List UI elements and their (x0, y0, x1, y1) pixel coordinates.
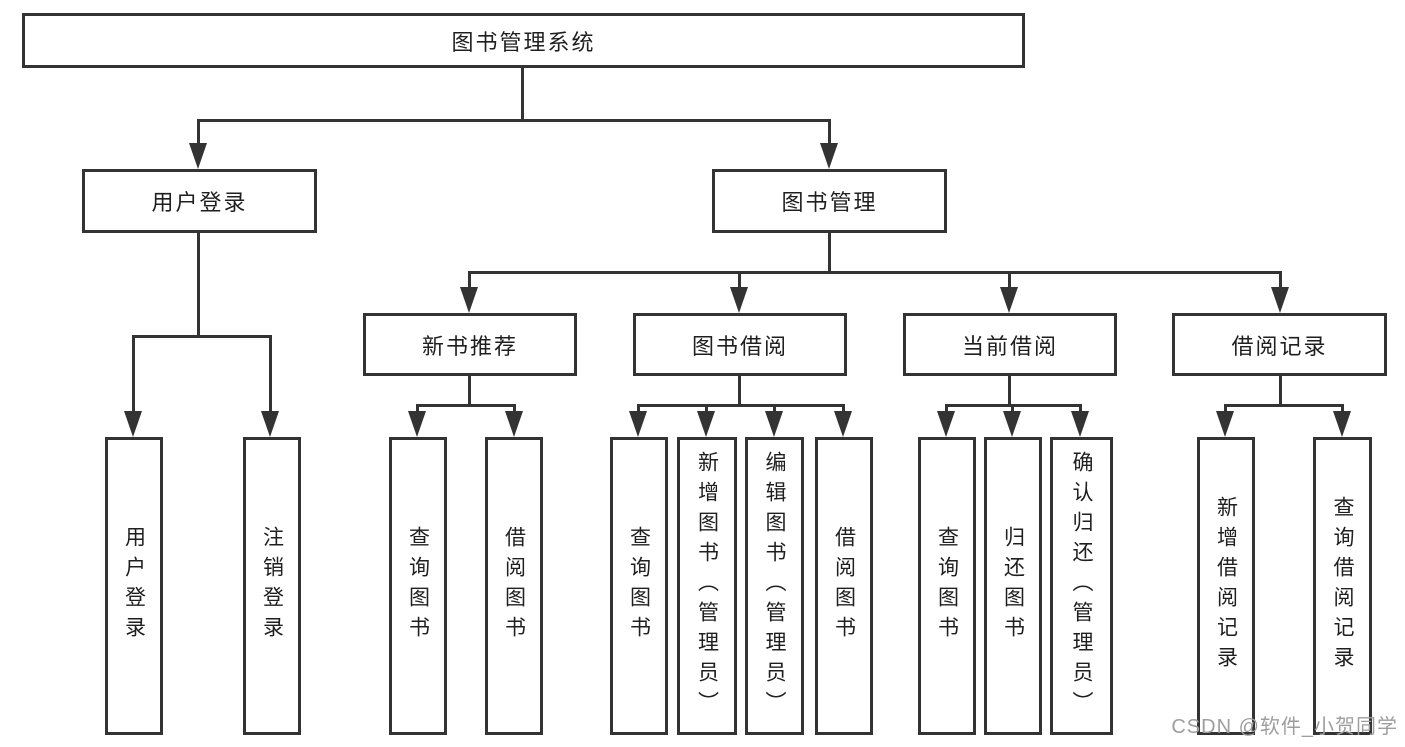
node-user-login-label: 用户登录 (151, 190, 248, 215)
leaf-query-books-1: 查询图书 (389, 437, 447, 735)
leaf-query-borrow-record: 查询借阅记录 (1313, 437, 1372, 735)
arrowhead-book-management-icon (820, 143, 838, 169)
leaf-query-books-3: 查询图书 (918, 437, 976, 735)
connector-new-book-bus (416, 404, 516, 407)
leaf-user-login-label: 用户登录 (122, 526, 146, 646)
arrowhead-user-login-icon (189, 143, 207, 169)
connector-current-borrow-stem (1008, 376, 1011, 407)
connector-drop-current-borrow (1008, 271, 1011, 291)
leaf-add-book-admin-label: 新增图书（管理员） (695, 451, 719, 721)
connector-user-login-stem (197, 233, 200, 338)
leaf-logout-label: 注销登录 (260, 526, 284, 646)
arrowhead-book-borrow-icon (730, 287, 748, 313)
connector-borrow-records-bus (1224, 404, 1344, 407)
connector-drop-new-book (468, 271, 471, 291)
leaf-add-borrow-record: 新增借阅记录 (1197, 437, 1255, 735)
node-book-borrow: 图书借阅 (633, 313, 847, 376)
node-root-system: 图书管理系统 (22, 13, 1025, 68)
connector-root-stem (521, 68, 524, 121)
arrowhead-leaf-user-login-icon (124, 411, 142, 437)
connector-drop-book-management (828, 119, 831, 149)
node-book-management-label: 图书管理 (781, 190, 878, 215)
node-borrow-records: 借阅记录 (1172, 313, 1387, 376)
leaf-query-books-2-label: 查询图书 (627, 526, 651, 646)
node-current-borrow: 当前借阅 (903, 313, 1117, 376)
connector-user-login-bus (132, 335, 272, 338)
leaf-return-books-label: 归还图书 (1001, 526, 1025, 646)
arrowhead-return-books-icon (1003, 411, 1021, 437)
node-borrow-records-label: 借阅记录 (1231, 333, 1328, 359)
csdn-watermark: CSDN @软件_小贺同学 (1171, 716, 1398, 738)
node-current-borrow-label: 当前借阅 (961, 333, 1058, 359)
connector-borrow-records-stem (1279, 376, 1282, 407)
leaf-logout: 注销登录 (243, 437, 301, 735)
leaf-confirm-return-admin: 确认归还（管理员） (1050, 437, 1113, 735)
leaf-add-book-admin: 新增图书（管理员） (677, 437, 737, 735)
node-book-borrow-label: 图书借阅 (691, 333, 788, 359)
arrowhead-query-books-2-icon (629, 411, 647, 437)
arrowhead-new-book-icon (460, 287, 478, 313)
arrowhead-edit-book-icon (765, 411, 783, 437)
connector-drop-leaf-logout (269, 335, 272, 415)
connector-drop-user-login (197, 119, 200, 149)
leaf-return-books: 归还图书 (984, 437, 1042, 735)
connector-root-bus (197, 119, 831, 122)
leaf-query-borrow-record-label: 查询借阅记录 (1331, 496, 1354, 676)
leaf-borrow-books-1: 借阅图书 (485, 437, 543, 735)
leaf-borrow-books-1-label: 借阅图书 (502, 526, 526, 646)
leaf-query-books-3-label: 查询图书 (935, 526, 959, 646)
arrowhead-add-record-icon (1216, 411, 1234, 437)
arrowhead-add-book-icon (697, 411, 715, 437)
leaf-user-login: 用户登录 (105, 437, 163, 735)
leaf-edit-book-admin: 编辑图书（管理员） (745, 437, 804, 735)
connector-drop-book-borrow (738, 271, 741, 291)
leaf-edit-book-admin-label: 编辑图书（管理员） (763, 451, 786, 721)
connector-book-borrow-stem (738, 376, 741, 407)
connector-book-borrow-bus (637, 404, 845, 407)
connector-book-management-bus (468, 271, 1282, 274)
arrowhead-current-borrow-icon (1000, 287, 1018, 313)
arrowhead-query-books-3-icon (937, 411, 955, 437)
leaf-borrow-books-2: 借阅图书 (815, 437, 873, 735)
node-root-system-label: 图书管理系统 (451, 29, 596, 55)
connector-drop-leaf-user-login (132, 335, 135, 415)
connector-book-management-stem (828, 233, 831, 274)
arrowhead-query-books-1-icon (408, 411, 426, 437)
arrowhead-confirm-return-icon (1071, 411, 1089, 437)
leaf-borrow-books-2-label: 借阅图书 (832, 526, 856, 646)
leaf-query-books-2: 查询图书 (610, 437, 668, 735)
connector-new-book-stem (468, 376, 471, 407)
node-new-book-recommend-label: 新书推荐 (421, 333, 518, 359)
arrowhead-borrow-books-1-icon (505, 411, 523, 437)
node-user-login: 用户登录 (82, 169, 317, 233)
arrowhead-leaf-logout-icon (261, 411, 279, 437)
arrowhead-borrow-records-icon (1271, 287, 1289, 313)
leaf-query-books-1-label: 查询图书 (406, 526, 430, 646)
arrowhead-query-record-icon (1333, 411, 1351, 437)
arrowhead-borrow-books-2-icon (834, 411, 852, 437)
leaf-add-borrow-record-label: 新增借阅记录 (1214, 496, 1238, 676)
node-new-book-recommend: 新书推荐 (363, 313, 577, 376)
node-book-management: 图书管理 (712, 169, 947, 233)
leaf-confirm-return-admin-label: 确认归还（管理员） (1070, 451, 1093, 721)
connector-drop-borrow-records (1279, 271, 1282, 291)
